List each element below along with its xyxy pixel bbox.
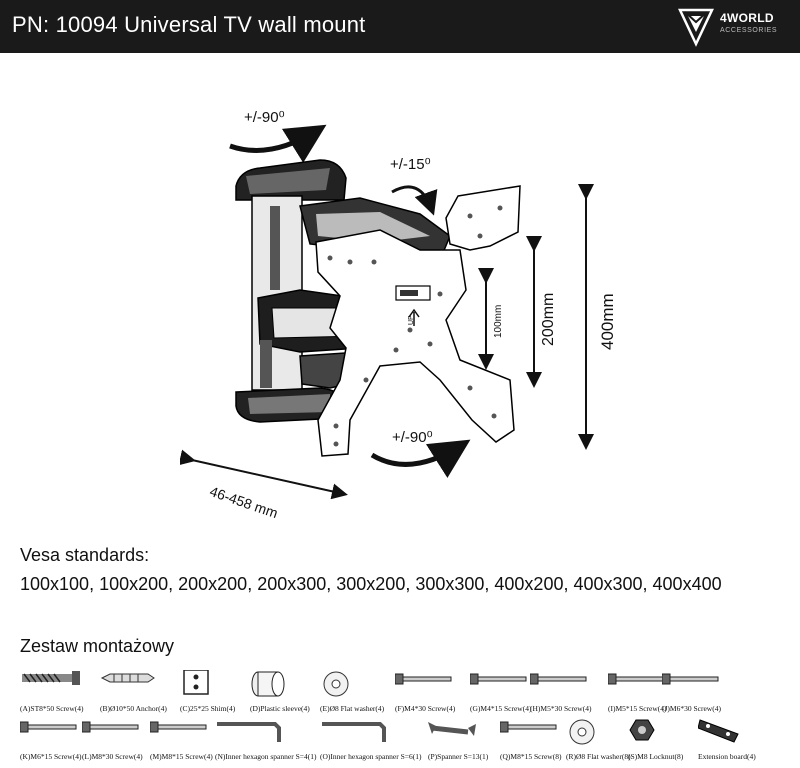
rotation-arrow-top (229, 124, 327, 163)
rotation-label-bottom: +/-90⁰ (392, 429, 433, 446)
kit-part-label: Extension board(4) (698, 752, 756, 761)
kit-part-label: (S)M8 Locknut(8) (628, 752, 684, 761)
machine-screw-icon (662, 673, 719, 685)
kit-part-label: (O)Inner hexagon spanner S=6(1) (320, 752, 422, 761)
wall-mount-illustration (180, 124, 594, 500)
wood-screw-icon (22, 671, 80, 685)
tilt-label: +/-15⁰ (390, 156, 431, 173)
kit-part-label: (P)Spanner S=13(1) (428, 752, 489, 761)
kit-part-label: (B)Ø10*50 Anchor(4) (100, 704, 167, 713)
kit-part-label: (H)M5*30 Screw(4) (530, 704, 592, 713)
plastic-sleeve-icon (251, 671, 285, 697)
height-400-label: 400mm (598, 293, 617, 350)
hex-key-icon (322, 722, 386, 742)
machine-screw-icon (500, 721, 557, 733)
height-100-label: 100mm (493, 304, 504, 338)
machine-screw-icon (150, 721, 207, 733)
page-title: PN: 10094 Universal TV wall mount (12, 12, 366, 37)
flat-washer-icon (569, 719, 595, 745)
tv-bracket-plate (315, 185, 521, 457)
kit-part-label: (L)M8*30 Screw(4) (82, 752, 143, 761)
tilt-arrow (391, 185, 438, 216)
brand-shield-icon (678, 8, 714, 47)
kit-part-label: (Q)M8*15 Screw(8) (500, 752, 562, 761)
vesa-list: 100x100, 100x200, 200x200, 200x300, 300x… (20, 574, 722, 594)
locknut-icon (629, 719, 655, 741)
machine-screw-icon (395, 673, 452, 685)
spanner-icon (428, 722, 476, 736)
kit-part-label: (I)M5*15 Screw(4) (608, 704, 667, 713)
kit-part-label: (D)Plastic sleeve(4) (250, 704, 310, 713)
dimension-line-depth (180, 449, 348, 500)
kit-part-label: (G)M4*15 Screw(4) (470, 704, 532, 713)
kit-part-label: (M)M8*15 Screw(4) (150, 752, 213, 761)
up-arrow-icon (408, 308, 420, 326)
kit-part-label: (N)Inner hexagon spanner S=4(1) (215, 752, 317, 761)
header-bar: PN: 10094 Universal TV wall mount 4WORLD… (0, 0, 800, 53)
hex-key-icon (217, 722, 281, 742)
kit-part-label: (F)M4*30 Screw(4) (395, 704, 456, 713)
extension-board-icon (698, 719, 739, 743)
kit-part-label: (A)ST8*50 Screw(4) (20, 704, 84, 713)
kit-part-label: (K)M6*15 Screw(4) (20, 752, 82, 761)
machine-screw-icon (530, 673, 587, 685)
machine-screw-icon (20, 721, 77, 733)
brand-tagline: ACCESSORIES (720, 27, 778, 34)
height-200-label: 200mm (540, 292, 557, 346)
kit-heading: Zestaw montażowy (20, 636, 175, 656)
machine-screw-icon (82, 721, 139, 733)
brand-logo: 4WORLD ACCESSORIES (676, 6, 796, 48)
up-label: UP (408, 315, 415, 325)
flat-washer-icon (323, 671, 349, 697)
kit-part-label: (C)25*25 Shim(4) (180, 704, 236, 713)
rotation-label-top: +/-90⁰ (244, 109, 285, 126)
wall-anchor-icon (100, 673, 155, 683)
kit-part-label: (J)M6*30 Screw(4) (662, 704, 721, 713)
machine-screw-icon (470, 673, 527, 685)
kit-part-label: (R)Ø8 Flat washer(8) (566, 752, 631, 761)
brand-name: 4WORLD (720, 11, 774, 25)
kit-part-label: (E)Ø8 Flat washer(4) (320, 704, 385, 713)
rotation-arrow-bottom (370, 439, 471, 478)
vesa-heading: Vesa standards: (20, 545, 150, 565)
shim-icon (183, 670, 209, 695)
